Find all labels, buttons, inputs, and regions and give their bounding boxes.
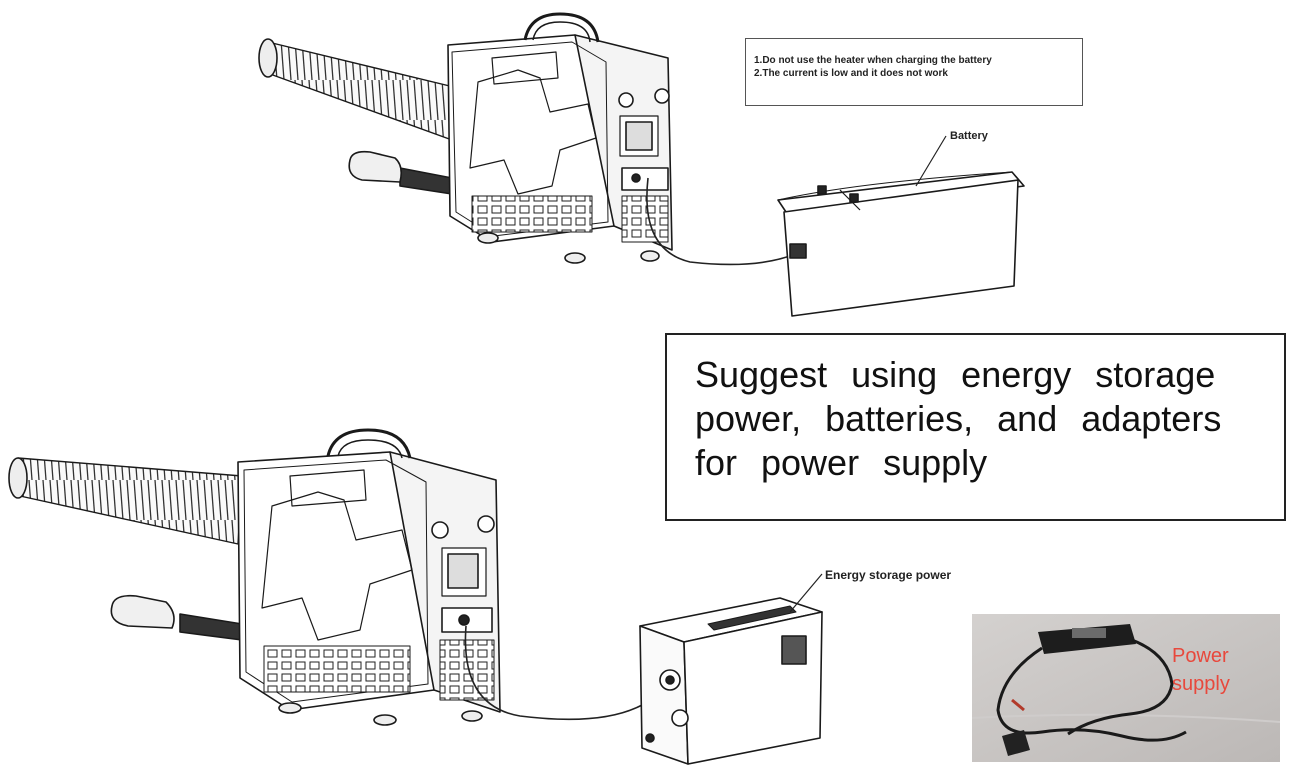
energy-storage-label: Energy storage power xyxy=(825,568,952,582)
power-adapter-image xyxy=(972,614,1280,762)
battery xyxy=(777,171,1025,317)
energy-storage-leader-line xyxy=(789,573,823,613)
suggestion-line-2: power, batteries, and adapters xyxy=(695,398,1222,439)
power-supply-photo xyxy=(972,614,1280,762)
heater-unit-bottom xyxy=(8,428,501,726)
warning-note-1: 1.Do not use the heater when charging th… xyxy=(754,55,992,66)
warning-notes-box: 1.Do not use the heater when charging th… xyxy=(745,38,1083,106)
suggestion-line-3: for power supply xyxy=(695,442,988,483)
warning-note-2: 2.The current is low and it does not wor… xyxy=(754,68,948,79)
suggestion-box: Suggest using energy storage power, batt… xyxy=(665,333,1286,521)
power-supply-caption-line-1: Power xyxy=(1172,645,1229,667)
battery-leader-line xyxy=(915,135,947,187)
heater-unit-top xyxy=(258,12,673,264)
energy-storage-unit xyxy=(639,597,823,765)
battery-label: Battery xyxy=(950,130,988,142)
power-supply-caption-line-2: supply xyxy=(1172,673,1230,695)
suggestion-line-1: Suggest using energy storage xyxy=(695,354,1216,395)
power-supply-caption: Power supply xyxy=(1172,642,1252,698)
